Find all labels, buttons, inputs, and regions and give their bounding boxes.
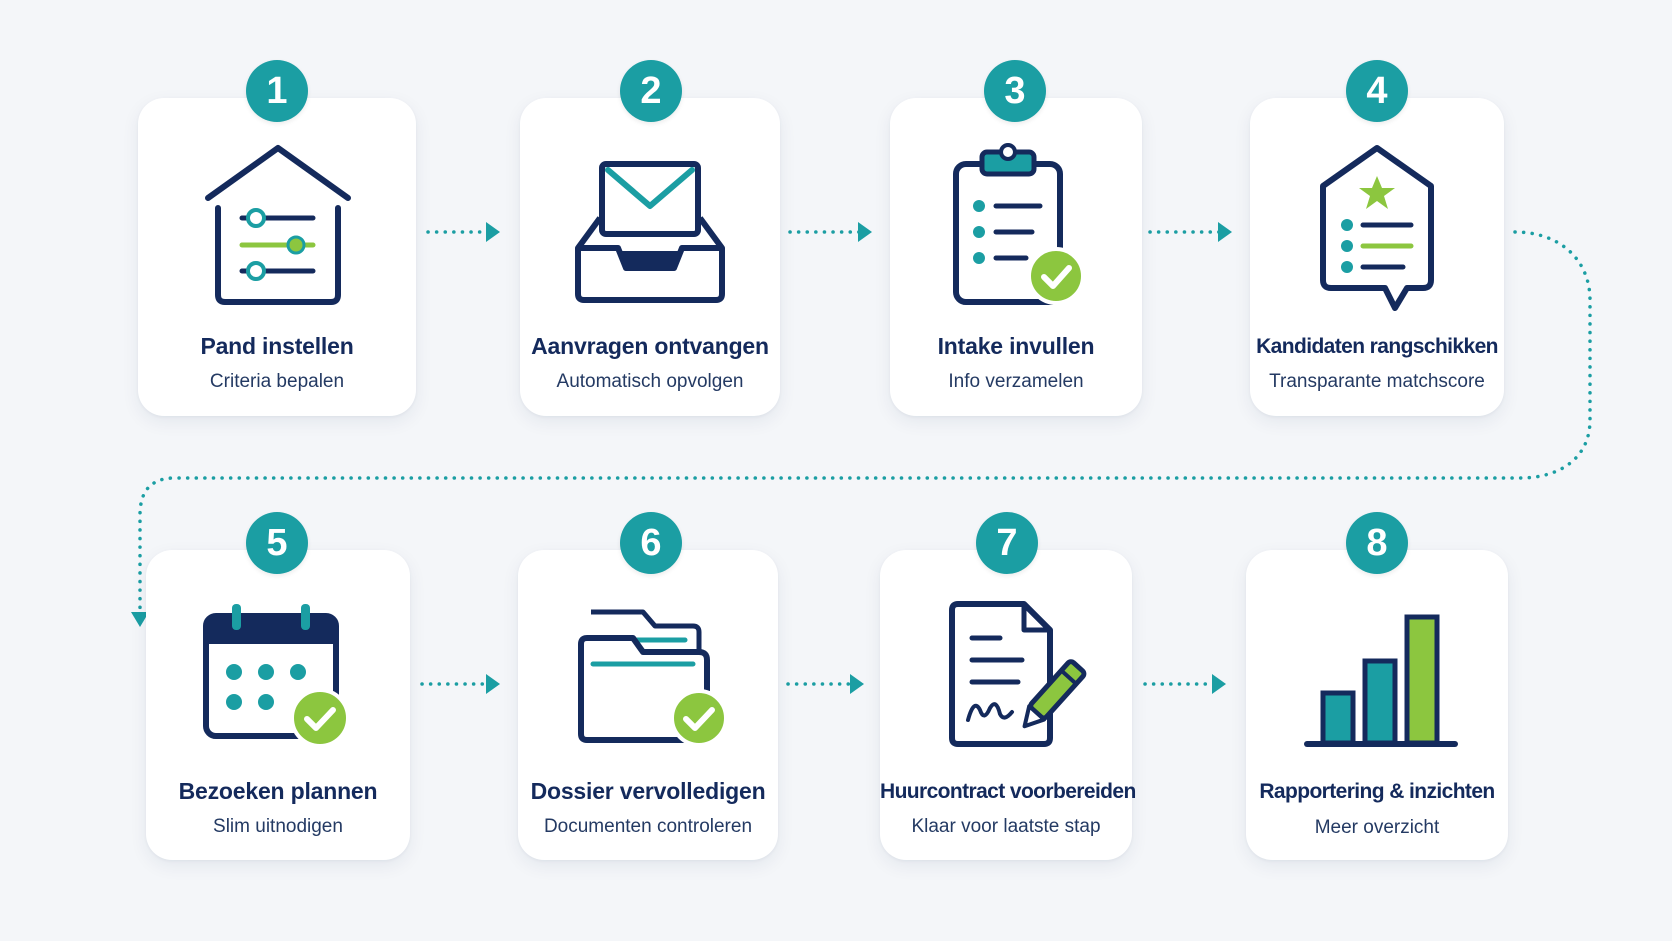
step-number-badge-7: 7	[976, 512, 1038, 574]
step-number-badge-6: 6	[620, 512, 682, 574]
contract-sign-icon	[949, 601, 1087, 747]
step-title: Aanvragen ontvangen	[531, 333, 769, 359]
folder-check-icon	[578, 609, 728, 747]
step-card-8: Rapportering & inzichten Meer overzicht	[1246, 550, 1508, 860]
step-card-5: Bezoeken plannen Slim uitnodigen	[146, 550, 410, 860]
step-title: Bezoeken plannen	[178, 778, 378, 804]
step-subtitle: Info verzamelen	[948, 371, 1084, 392]
calendar-check-icon	[203, 604, 350, 748]
step-subtitle: Klaar voor laatste stap	[911, 816, 1101, 837]
house-settings-icon	[205, 145, 351, 305]
step-subtitle: Criteria bepalen	[209, 371, 345, 392]
step-subtitle: Meer overzicht	[1314, 817, 1440, 838]
step-number-badge-3: 3	[984, 60, 1046, 122]
ranking-list-icon	[1320, 145, 1434, 311]
step-number-badge-8: 8	[1346, 512, 1408, 574]
step-subtitle: Automatisch opvolgen	[556, 371, 744, 392]
step-number-badge-1: 1	[246, 60, 308, 122]
step-card-6: Dossier vervolledigen Documenten control…	[518, 550, 778, 860]
step-subtitle: Transparante matchscore	[1269, 371, 1485, 392]
step-card-7: Huurcontract voorbereiden Klaar voor laa…	[880, 550, 1136, 860]
step-title: Kandidaten rangschikken	[1256, 335, 1498, 358]
step-title: Dossier vervolledigen	[530, 778, 766, 804]
step-number-badge-5: 5	[246, 512, 308, 574]
bar-chart-icon	[1304, 614, 1458, 747]
step-subtitle: Slim uitnodigen	[213, 816, 343, 837]
step-title: Huurcontract voorbereiden	[880, 780, 1136, 803]
step-card-1: Pand instellen Criteria bepalen	[138, 98, 416, 416]
clipboard-check-icon	[953, 143, 1085, 305]
step-card-3: Intake invullen Info verzamelen	[890, 98, 1142, 416]
step-title: Rapportering & inzichten	[1259, 780, 1495, 803]
step-title: Pand instellen	[200, 333, 354, 359]
step-card-4: Kandidaten rangschikken Transparante mat…	[1250, 98, 1504, 416]
step-subtitle: Documenten controleren	[543, 816, 753, 837]
connector-arrow-4-5	[138, 230, 1592, 612]
step-number-badge-2: 2	[620, 60, 682, 122]
inbox-mail-icon	[575, 161, 725, 303]
step-card-2: Aanvragen ontvangen Automatisch opvolgen	[520, 98, 780, 416]
step-title: Intake invullen	[937, 333, 1095, 359]
step-number-badge-4: 4	[1346, 60, 1408, 122]
